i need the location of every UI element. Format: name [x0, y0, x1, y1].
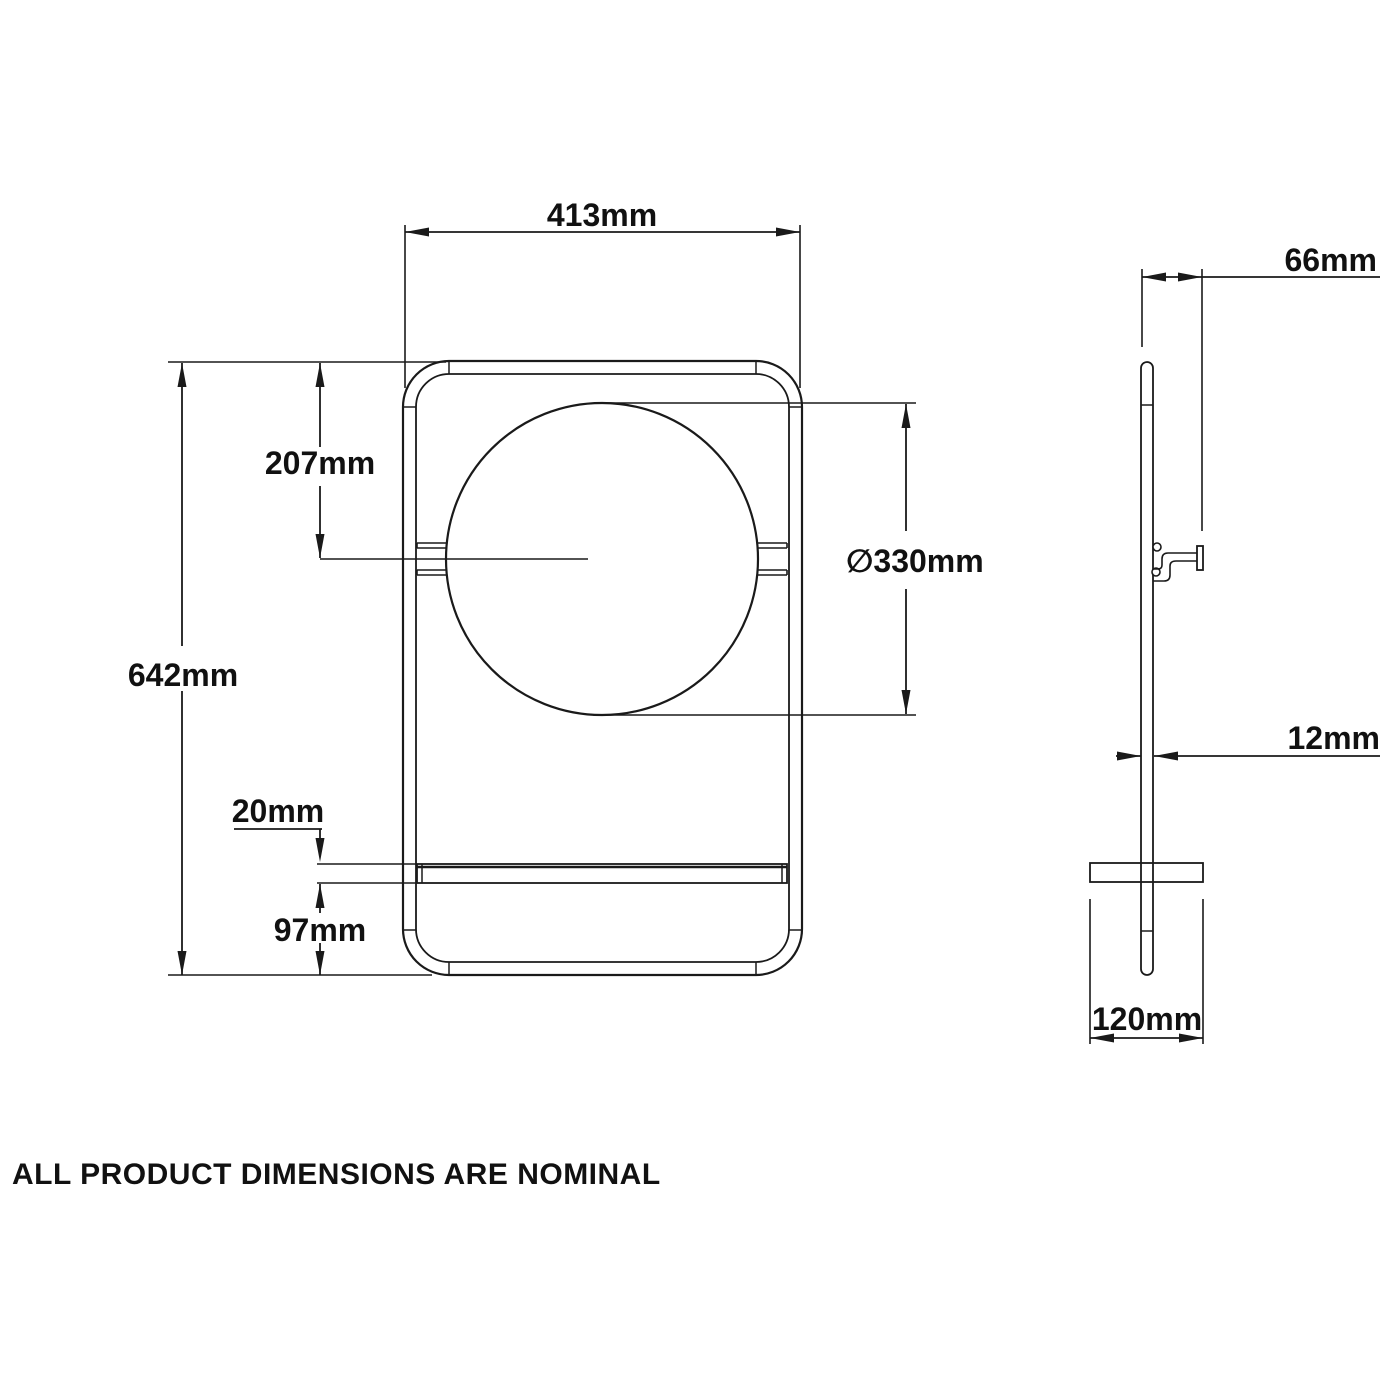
dim-label-mirror-diameter: ∅330mm [846, 543, 984, 579]
dim-label-top-to-center: 207mm [265, 445, 375, 481]
dim-shelf-depth: 120mm [1089, 899, 1204, 1044]
dim-frame-width: 413mm [404, 197, 801, 388]
dim-frame-depth: 12mm [1116, 720, 1380, 761]
dim-label-shelf-to-bottom: 97mm [274, 912, 367, 948]
dim-mirror-diameter: ∅330mm [593, 402, 984, 716]
mirror-frame-front [401, 359, 804, 977]
dim-label-shelf-depth: 120mm [1092, 1001, 1202, 1037]
dim-label-frame-height: 642mm [128, 657, 238, 693]
mirror-bracket-side [1151, 542, 1204, 582]
dim-label-frame-depth: 12mm [1288, 720, 1381, 756]
dim-shelf-to-bottom: 97mm [274, 884, 367, 975]
dim-frame-height: 642mm [128, 361, 446, 976]
front-view: 413mm 642mm 207mm [128, 197, 984, 977]
dim-top-to-center: 207mm [265, 363, 588, 560]
side-view: 66mm 12mm 120mm [1089, 242, 1380, 1044]
frame-tangent-ticks [403, 361, 802, 975]
dim-label-frame-width: 413mm [547, 197, 657, 233]
mirror-pivot-right [757, 542, 788, 576]
dim-mirror-projection: 66mm [1141, 242, 1380, 531]
dim-shelf-thickness: 20mm [232, 793, 417, 884]
shelf-side [1089, 862, 1204, 883]
mirror-pivot-left [416, 542, 447, 576]
dim-label-mirror-projection: 66mm [1285, 242, 1378, 278]
mirror-edge-side [1196, 545, 1204, 571]
mirror-frame-side [1140, 361, 1154, 976]
shelf-front [416, 863, 788, 884]
nominal-dimensions-note: ALL PRODUCT DIMENSIONS ARE NOMINAL [12, 1158, 661, 1191]
dim-label-shelf-thickness: 20mm [232, 793, 325, 829]
